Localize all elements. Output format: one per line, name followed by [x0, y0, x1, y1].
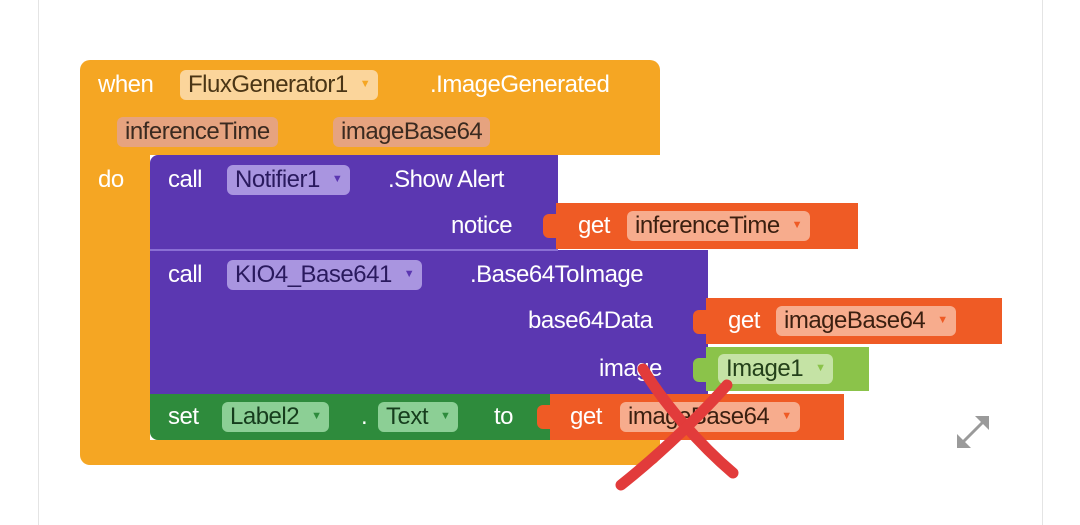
base64-to-image-method: .Base64ToImage: [470, 261, 644, 288]
dropdown-arrow-icon: ▼: [815, 361, 826, 374]
component-socket-tab: [693, 358, 707, 382]
get-var-label: imageBase64: [784, 307, 926, 334]
text-property-dropdown[interactable]: Text ▼: [378, 402, 459, 432]
get-var-label: inferenceTime: [635, 212, 780, 239]
image1-component-label: Image1: [726, 355, 804, 382]
kio4-component-dropdown[interactable]: KIO4_Base641 ▼: [227, 260, 423, 290]
get-socket-tab: [537, 405, 551, 429]
dropdown-arrow-icon: ▼: [359, 77, 371, 90]
red-cross-mark: [615, 363, 739, 491]
param-image-base64[interactable]: imageBase64: [333, 117, 491, 147]
set-label-text-block[interactable]: [150, 394, 554, 440]
kio4-component-label: KIO4_Base641: [235, 261, 392, 288]
event-component-dropdown[interactable]: FluxGenerator1 ▼: [180, 70, 379, 100]
get-socket-tab: [543, 214, 557, 238]
image1-component-dropdown[interactable]: Image1 ▼: [718, 354, 834, 384]
call1-keyword: call: [168, 166, 203, 193]
text-property-label: Text: [386, 403, 429, 430]
dropdown-arrow-icon: ▼: [331, 172, 343, 185]
get-keyword: get: [728, 307, 760, 334]
event-block-body-strip: [80, 150, 150, 450]
base64data-arg-label: base64Data: [528, 307, 653, 334]
dropdown-arrow-icon: ▼: [403, 267, 415, 280]
do-keyword: do: [98, 166, 124, 193]
notice-arg-label: notice: [451, 212, 513, 239]
call-notifier-block[interactable]: [150, 155, 558, 252]
event-component-label: FluxGenerator1: [188, 71, 348, 98]
get-var-dropdown[interactable]: inferenceTime ▼: [627, 211, 811, 241]
dropdown-arrow-icon: ▼: [440, 409, 451, 422]
label2-component-dropdown[interactable]: Label2 ▼: [222, 402, 330, 432]
notifier-component-label: Notifier1: [235, 166, 320, 193]
label2-component-label: Label2: [230, 403, 300, 430]
event-name: .ImageGenerated: [430, 71, 610, 98]
get-keyword: get: [570, 403, 602, 430]
dropdown-arrow-icon: ▼: [781, 409, 792, 422]
dropdown-arrow-icon: ▼: [311, 409, 322, 422]
get-keyword: get: [578, 212, 610, 239]
notifier-component-dropdown[interactable]: Notifier1 ▼: [227, 165, 351, 195]
param-inference-time[interactable]: inferenceTime: [117, 117, 278, 147]
event-block-footer: [80, 440, 660, 465]
dropdown-arrow-icon: ▼: [937, 313, 948, 326]
card-border-left: [38, 0, 39, 525]
when-keyword: when: [98, 71, 154, 98]
set-keyword: set: [168, 403, 199, 430]
expand-diagonal-icon[interactable]: [953, 412, 993, 452]
call-blocks-separator: [150, 249, 558, 251]
setter-dot: .: [361, 403, 368, 430]
call2-keyword: call: [168, 261, 203, 288]
get-socket-tab: [693, 310, 707, 334]
show-alert-method: .Show Alert: [388, 166, 504, 193]
dropdown-arrow-icon: ▼: [791, 218, 803, 231]
to-keyword: to: [494, 403, 514, 430]
card-border-right: [1042, 0, 1043, 525]
get-var-dropdown[interactable]: imageBase64 ▼: [776, 306, 956, 336]
